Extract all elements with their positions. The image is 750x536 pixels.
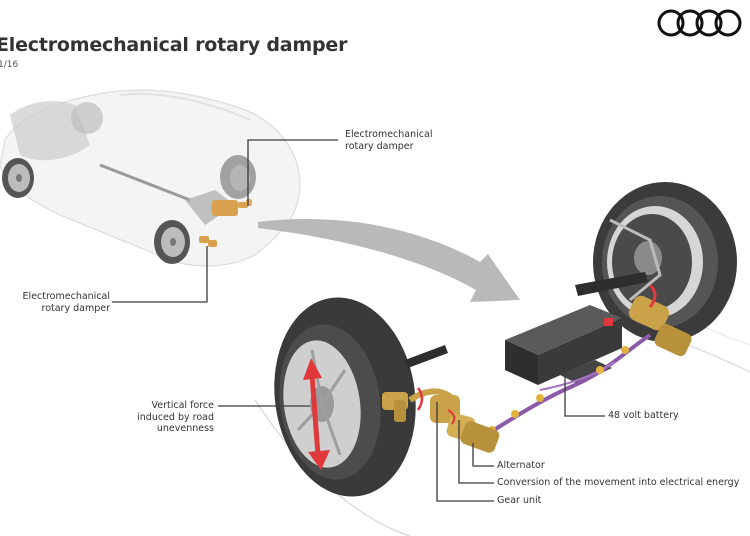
callout-conversion: Conversion of the movement into electric… — [497, 477, 740, 488]
vertical-force-arrow — [303, 358, 330, 470]
page-title: Electromechanical rotary damper — [0, 34, 348, 56]
front-left-wheel-icon — [274, 297, 416, 497]
callout-left-damper-line2: rotary damper — [41, 302, 111, 314]
callout-top-damper-line2: rotary damper — [345, 140, 414, 152]
leader-line-left-damper — [112, 246, 208, 303]
right-damper-icon — [628, 283, 692, 357]
leader-line-gear-unit — [436, 402, 494, 502]
four-rings-logo — [657, 9, 742, 37]
car-overview — [0, 89, 301, 267]
front-wheel-icon — [2, 158, 34, 198]
callout-top-damper: Electromechanical rotary damper — [345, 129, 432, 152]
callout-alternator: Alternator — [497, 460, 545, 471]
transition-arrow — [258, 219, 520, 302]
engine-icon — [10, 101, 90, 161]
callout-gear-unit: Gear unit — [497, 495, 542, 506]
rear-wheel-icon — [154, 220, 190, 264]
callout-vertical-force-line1: Vertical force — [151, 400, 214, 411]
callout-top-damper-line1: Electromechanical — [345, 129, 433, 140]
leader-line-top-damper — [247, 139, 338, 206]
callout-vertical-force-line3: unevenness — [156, 423, 214, 434]
leader-line-battery — [564, 356, 605, 417]
callout-left-damper-line1: Electromechanical — [22, 291, 110, 302]
callout-vertical-force-line2: induced by road — [137, 411, 214, 423]
rear-right-wheel-icon — [593, 182, 737, 342]
front-damper-assembly — [382, 387, 500, 453]
page-number: 1/16 — [0, 60, 19, 70]
leader-line-alternator — [472, 443, 494, 467]
rear-damper-icon — [199, 199, 252, 247]
battery-icon — [505, 305, 622, 385]
callout-left-damper: Electromechanical rotary damper — [20, 291, 110, 314]
leader-line-conversion — [458, 420, 494, 484]
callout-battery: 48 volt battery — [608, 410, 679, 421]
alternator-icon — [460, 421, 500, 453]
callout-vertical-force: Vertical force induced by road unevennes… — [120, 400, 214, 435]
